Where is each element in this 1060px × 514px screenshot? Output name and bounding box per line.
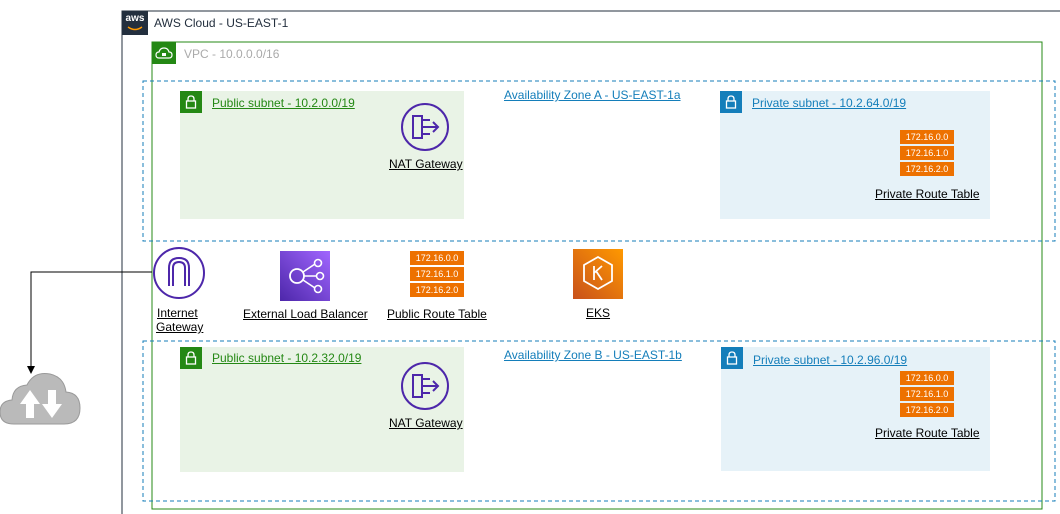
nat-gateway-a-label: NAT Gateway (389, 157, 463, 171)
nat-gateway-b-label: NAT Gateway (389, 416, 463, 430)
vpc-label: VPC - 10.0.0.0/16 (184, 47, 280, 61)
az-a-border (142, 80, 1056, 242)
vpc-cloud-lock-icon (152, 42, 176, 64)
internet-cloud-icon (0, 373, 81, 425)
connector-arrowhead (27, 366, 35, 374)
aws-logo-icon: aws (122, 11, 148, 35)
igw-internet-connector (30, 271, 152, 368)
vpc-border (151, 41, 1043, 510)
public-route-table-icon: 172.16.0.0 172.16.1.0 172.16.2.0 (410, 251, 464, 297)
private-route-table-a-icon: 172.16.0.0 172.16.1.0 172.16.2.0 (900, 130, 954, 176)
external-load-balancer-icon (280, 251, 330, 301)
private-route-table-b-label: Private Route Table (875, 426, 980, 440)
nat-gateway-b-icon (401, 362, 449, 410)
route-row: 172.16.1.0 (900, 146, 954, 160)
private-subnet-b-label: Private subnet - 10.2.96.0/19 (753, 353, 908, 367)
private-route-table-b-icon: 172.16.0.0 172.16.1.0 172.16.2.0 (900, 371, 954, 417)
route-row: 172.16.0.0 (900, 371, 954, 385)
route-row: 172.16.2.0 (900, 162, 954, 176)
eks-icon (573, 249, 623, 299)
aws-smile-icon (127, 26, 143, 31)
aws-cloud-label: AWS Cloud - US-EAST-1 (154, 16, 289, 30)
external-load-balancer-label: External Load Balancer (243, 307, 368, 321)
upload-arrow-icon (20, 390, 40, 418)
public-subnet-a-lock-icon (180, 91, 202, 113)
route-row: 172.16.0.0 (410, 251, 464, 265)
internet-gateway-label-line2: Gateway (156, 320, 204, 334)
public-route-table-label: Public Route Table (387, 307, 487, 321)
az-b-label: Availability Zone B - US-EAST-1b (504, 348, 682, 362)
internet-gateway-label-line1: Internet (157, 306, 198, 320)
route-row: 172.16.2.0 (410, 283, 464, 297)
public-subnet-b-area (180, 347, 464, 472)
route-row: 172.16.2.0 (900, 403, 954, 417)
private-subnet-a-label: Private subnet - 10.2.64.0/19 (752, 96, 907, 110)
private-subnet-b-lock-icon (721, 347, 743, 369)
az-b-border (142, 340, 1056, 502)
public-subnet-b-lock-icon (180, 347, 202, 369)
public-subnet-a-label: Public subnet - 10.2.0.0/19 (212, 96, 355, 110)
route-row: 172.16.1.0 (410, 267, 464, 281)
private-route-table-a-label: Private Route Table (875, 187, 980, 201)
route-row: 172.16.1.0 (900, 387, 954, 401)
public-subnet-b-label: Public subnet - 10.2.32.0/19 (212, 351, 362, 365)
nat-gateway-a-icon (401, 103, 449, 151)
eks-label: EKS (586, 306, 611, 320)
route-row: 172.16.0.0 (900, 130, 954, 144)
download-arrow-icon (42, 390, 62, 418)
internet-gateway-icon (153, 247, 205, 299)
public-subnet-a-area (180, 91, 464, 219)
private-subnet-a-lock-icon (720, 91, 742, 113)
az-a-label: Availability Zone A - US-EAST-1a (504, 88, 681, 102)
